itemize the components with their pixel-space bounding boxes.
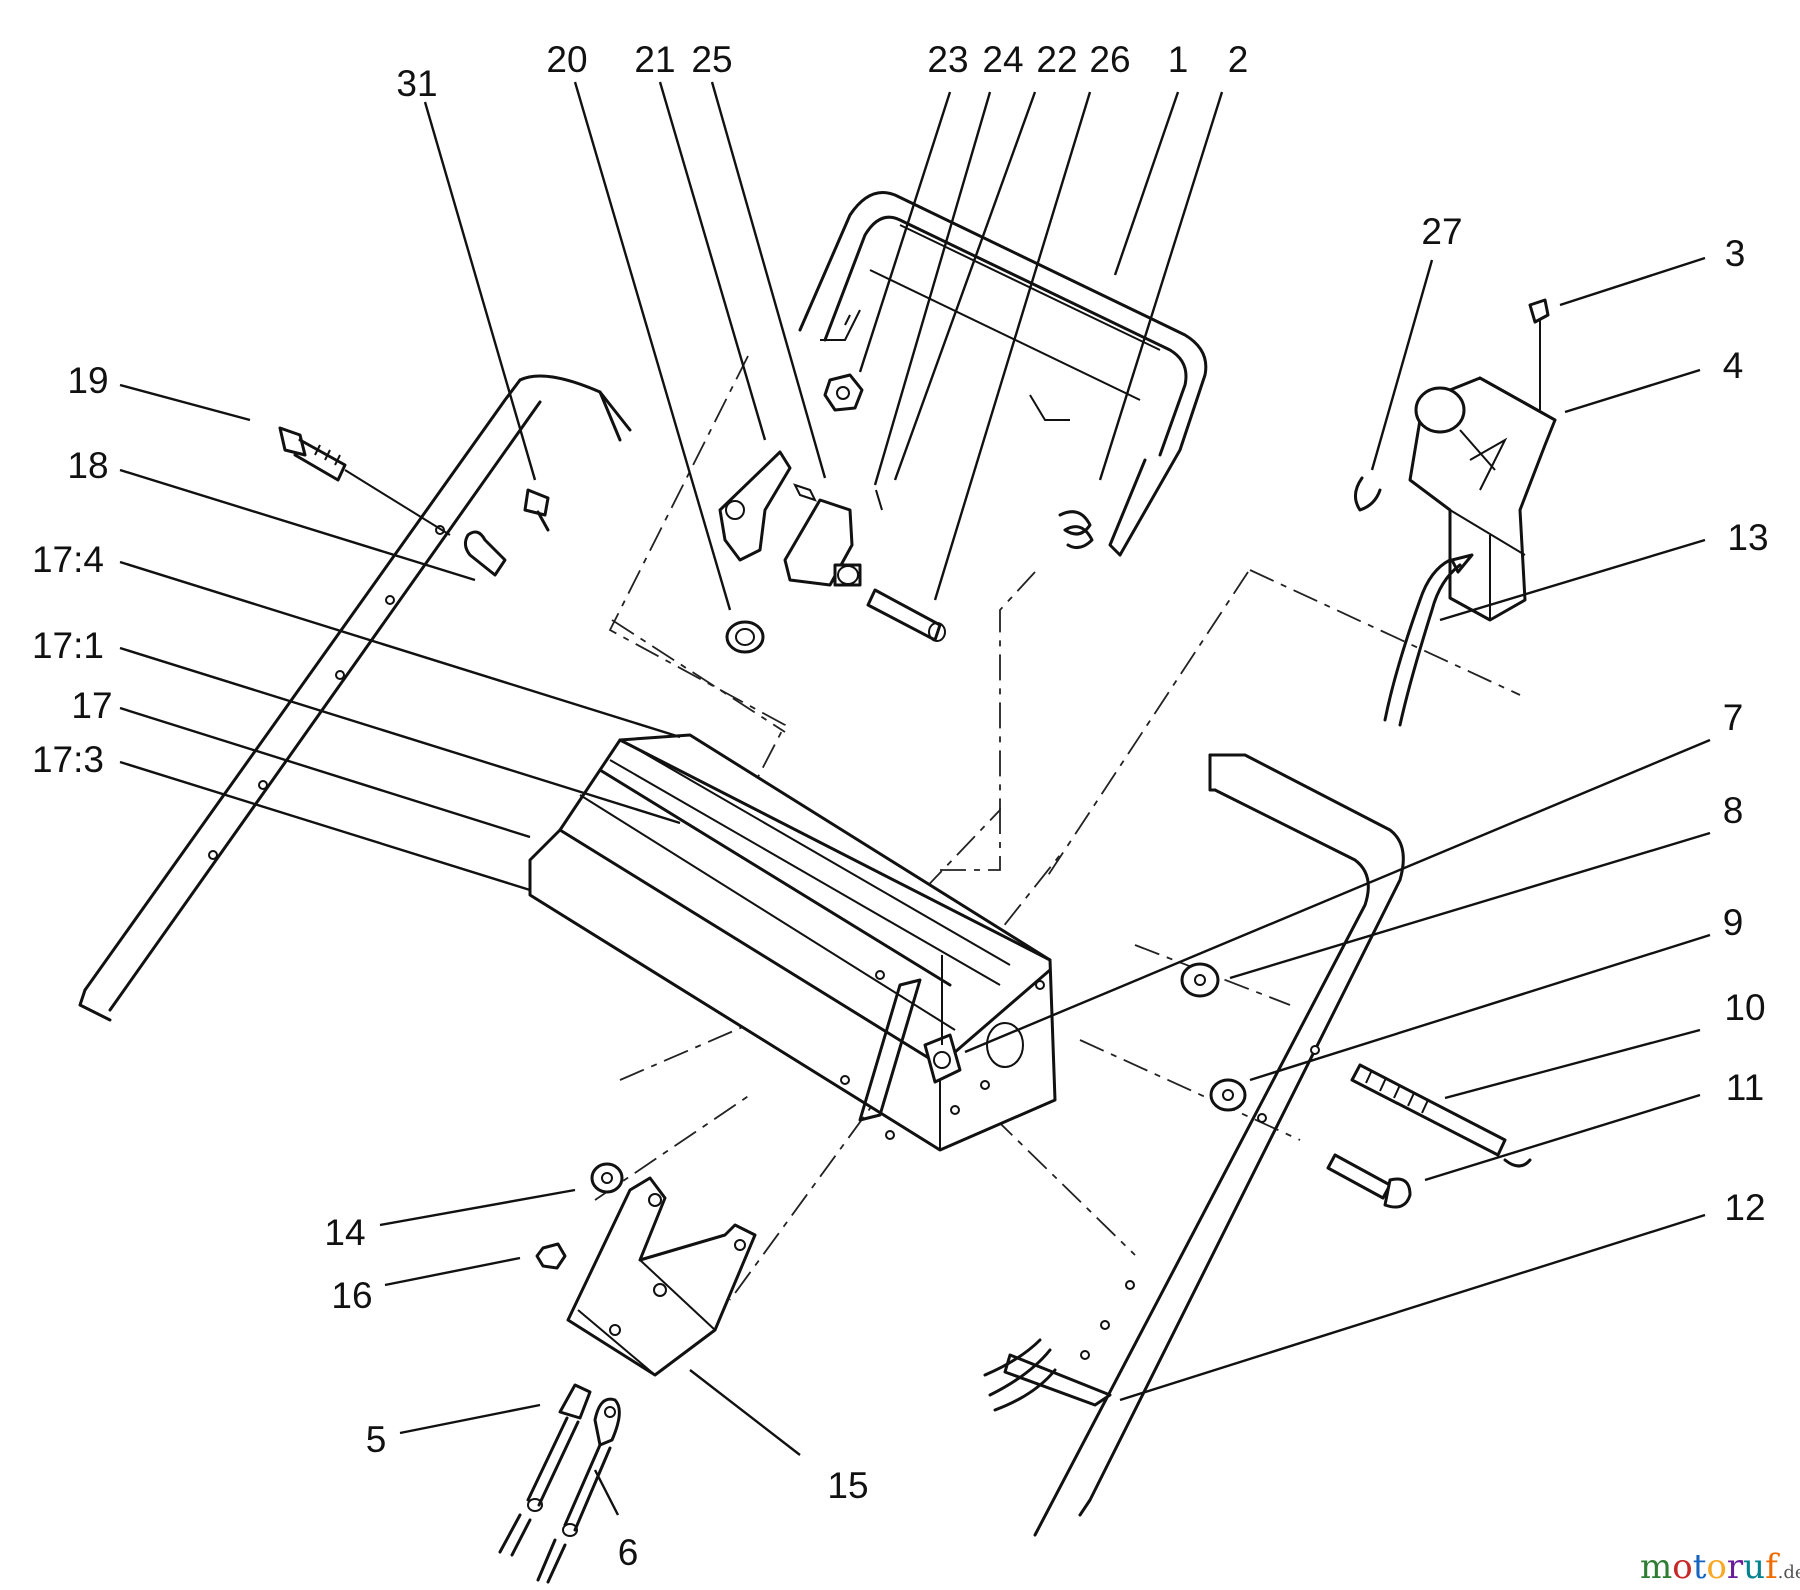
leader-24 [873,91,992,486]
callout-17-1: 17:1 [32,625,104,666]
leader-4 [1564,368,1701,414]
leader-10 [1444,1028,1701,1100]
leader-3 [1559,256,1706,307]
switch-box-assembly [1354,298,1557,727]
callout-13: 13 [1727,517,1768,558]
svg-text:motoruf.de: motoruf.de [1640,1547,1800,1587]
leader-17-1 [119,646,681,825]
leader-15 [689,1369,801,1456]
leader-1 [1113,91,1180,276]
callout-4: 4 [1723,345,1744,386]
callout-5: 5 [366,1419,387,1460]
callout-17-4: 17:4 [32,539,104,580]
hardware-parts [278,373,1532,1584]
leader-31 [423,101,537,481]
leader-21 [658,81,767,441]
callout-19: 19 [67,360,108,401]
leader-25 [710,81,827,479]
leader-5 [399,1403,541,1435]
leader-17-4 [119,560,681,739]
callout-22: 22 [1036,39,1077,80]
leader-13 [1439,538,1706,622]
callout-8: 8 [1723,790,1744,831]
leader-6 [593,1469,620,1516]
control-panel-assembly [528,733,1057,1152]
leader-12 [1119,1213,1706,1402]
leader-14 [379,1188,576,1227]
callout-11: 11 [1726,1067,1764,1108]
callout-17: 17 [71,685,112,726]
callout-24: 24 [982,39,1023,80]
callout-7: 7 [1723,697,1744,738]
callout-27: 27 [1421,211,1462,252]
leader-9 [1249,933,1711,1082]
leader-23 [858,91,952,373]
leader-16 [384,1256,521,1287]
leader-8 [1229,831,1711,980]
callout-6: 6 [618,1532,639,1573]
leader-27 [1370,259,1434,471]
callout-17-3: 17:3 [32,739,104,780]
callout-20: 20 [546,39,587,80]
leader-26 [933,91,1092,601]
watermark-logo: motoruf.de [1640,1547,1800,1587]
leader-22 [893,91,1037,481]
callout-12: 12 [1724,1187,1765,1228]
upper-handle-bail [798,191,1208,557]
cable-tie-and-harness [983,1338,1112,1412]
leader-lines [119,81,1711,1516]
nut-plate [923,955,962,1084]
callout-23: 23 [927,39,968,80]
callout-26: 26 [1089,39,1130,80]
callout-25: 25 [691,39,732,80]
callout-16: 16 [331,1275,372,1316]
leader-17-3 [119,760,531,892]
callout-labels: 1 2 3 4 5 6 7 8 9 10 11 12 13 14 15 16 1… [32,39,1769,1573]
leader-18 [119,468,476,582]
callout-2: 2 [1228,39,1249,80]
handle-tube-left [78,374,632,1022]
leader-17 [119,706,531,839]
leader-2 [1098,91,1224,481]
callout-3: 3 [1725,233,1746,274]
callout-9: 9 [1723,902,1744,943]
callout-14: 14 [324,1212,365,1253]
callout-18: 18 [67,445,108,486]
leader-11 [1424,1093,1701,1182]
leader-19 [119,383,251,422]
callout-31: 31 [396,63,437,104]
leader-7 [964,738,1711,1054]
callout-15: 15 [827,1465,868,1506]
leader-20 [573,81,732,611]
callout-21: 21 [634,39,675,80]
callout-1: 1 [1168,39,1189,80]
handle-tube-right [1033,753,1405,1537]
callout-10: 10 [1724,987,1765,1028]
